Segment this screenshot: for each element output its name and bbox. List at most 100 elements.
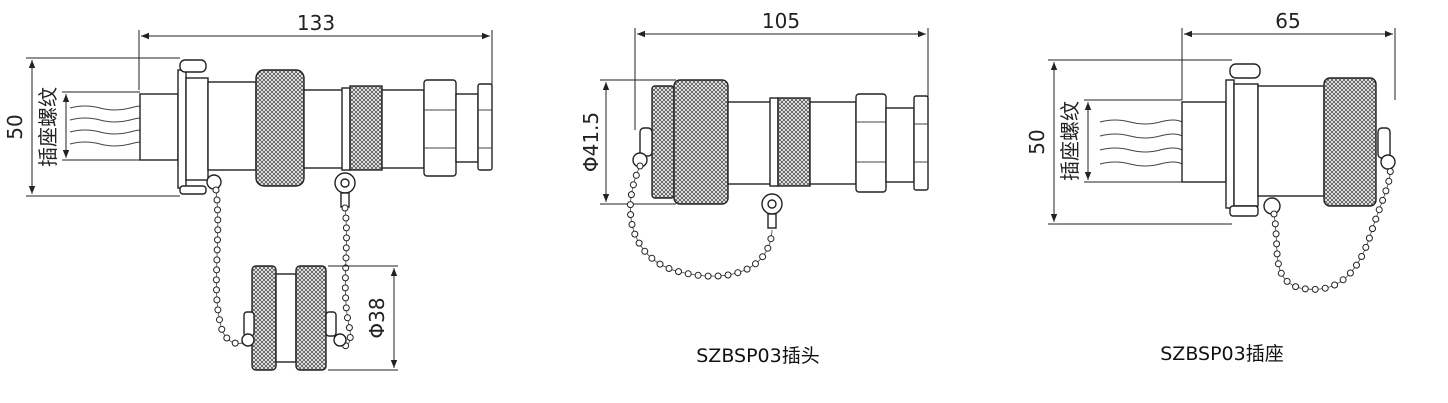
chain-bead xyxy=(213,296,221,304)
chain-bead xyxy=(767,235,775,243)
dimension-text: 50 xyxy=(1025,129,1049,154)
chain-bead xyxy=(342,214,350,222)
chain-bead xyxy=(231,339,239,347)
chain-bead xyxy=(1301,285,1309,293)
chain-bead xyxy=(342,244,350,252)
chain-bead xyxy=(1385,177,1393,185)
dimension-cap-diameter: Φ38 xyxy=(328,265,398,371)
chain-bead xyxy=(344,314,351,322)
dimension-text: Φ38 xyxy=(365,297,389,338)
chain-tag-clip xyxy=(761,193,783,229)
chain-bead xyxy=(342,304,350,312)
chain-bead xyxy=(343,234,350,242)
socket-caption: SZBSP03插座 xyxy=(1160,343,1283,365)
chain-bead xyxy=(1372,215,1380,223)
chain-bead xyxy=(1339,276,1347,284)
chain-bead xyxy=(341,274,349,282)
chain-bead xyxy=(1365,234,1373,242)
dust-cap xyxy=(241,265,347,371)
dimension-text: 133 xyxy=(297,11,335,35)
chain-bead xyxy=(1277,269,1285,277)
chain-bead xyxy=(636,162,644,170)
rear-sleeve xyxy=(809,101,857,185)
chain-bead xyxy=(1270,210,1278,218)
chain-bead xyxy=(214,306,222,314)
chain-bead xyxy=(684,270,692,278)
mounting-flange xyxy=(1225,63,1281,217)
dimension-text: 105 xyxy=(762,9,800,33)
rear-sleeve xyxy=(381,89,425,169)
chain-bead xyxy=(665,265,673,272)
plug-body xyxy=(727,101,773,185)
chain-bead xyxy=(341,284,349,292)
knurled-coupling-nut xyxy=(1323,77,1377,207)
chain-bead xyxy=(223,334,231,342)
chain-bead xyxy=(214,216,222,224)
thread-label: 插座螺纹 xyxy=(36,87,60,167)
chain-bead xyxy=(1271,220,1279,228)
ball-chain xyxy=(626,162,775,280)
chain-anchor xyxy=(632,127,653,168)
chain-bead xyxy=(1292,283,1300,291)
dimension-length-105: 105 xyxy=(634,9,929,130)
hex-gland-nut xyxy=(423,79,493,177)
chain-bead xyxy=(1375,206,1383,214)
chain-anchor xyxy=(1377,127,1396,170)
chain-bead xyxy=(759,253,767,261)
chain-bead xyxy=(1321,284,1329,292)
dimension-height-50: 50 xyxy=(1025,59,1232,225)
socket-body xyxy=(1257,85,1325,197)
chain-bead xyxy=(213,266,221,274)
chain-bead xyxy=(743,265,751,273)
chain-bead xyxy=(214,236,221,244)
chain-bead xyxy=(1273,250,1281,258)
chain-bead xyxy=(213,256,221,264)
chain-bead xyxy=(214,206,221,214)
socket-view: 65 50 插座螺纹 xyxy=(1025,9,1396,365)
chain-bead xyxy=(694,271,702,279)
dimension-length-65: 65 xyxy=(1181,9,1396,100)
chain-bead xyxy=(1272,230,1280,238)
chain-bead xyxy=(1369,225,1376,233)
thread-label: 插座螺纹 xyxy=(1058,101,1082,181)
rear-housing xyxy=(1181,101,1227,183)
chain-bead xyxy=(214,226,222,234)
chain-bead xyxy=(212,276,220,284)
chain-bead xyxy=(675,268,682,276)
dimension-text: 50 xyxy=(3,114,27,139)
connector-body xyxy=(207,81,257,171)
chain-bead xyxy=(714,272,722,280)
chain-bead xyxy=(342,224,350,232)
chain-bead xyxy=(635,239,643,247)
chain-bead xyxy=(1346,269,1354,277)
chain-bead xyxy=(1311,285,1319,293)
chain-bead xyxy=(641,247,649,255)
plug-caption: SZBSP03插头 xyxy=(696,345,819,367)
chain-tag-clip xyxy=(334,172,356,208)
chain-bead xyxy=(734,269,742,277)
chain-bead xyxy=(704,272,712,280)
chain-bead xyxy=(626,201,634,209)
dimension-text: 65 xyxy=(1275,9,1300,33)
chain-bead xyxy=(342,294,350,302)
rear-housing xyxy=(139,93,179,161)
cable-wires xyxy=(1099,119,1183,167)
chain-bead xyxy=(213,246,221,254)
chain-bead xyxy=(628,221,636,228)
thread-dimension: 插座螺纹 xyxy=(1058,99,1182,183)
chain-bead xyxy=(632,171,640,179)
chain-bead xyxy=(345,324,353,332)
knurled-coupling-nut xyxy=(255,69,305,187)
chain-bead xyxy=(752,260,759,268)
dimension-text: Φ41.5 xyxy=(579,112,603,172)
knurled-ring xyxy=(777,97,811,187)
mounting-flange xyxy=(177,59,222,195)
chain-bead xyxy=(342,254,350,262)
chain-bead xyxy=(627,191,635,199)
chain-bead xyxy=(1274,260,1282,268)
chain-bead xyxy=(656,260,664,268)
knurled-ring xyxy=(349,85,383,171)
chain-bead xyxy=(1331,281,1339,289)
plug-view: 105 Φ41.5 xyxy=(579,9,929,367)
